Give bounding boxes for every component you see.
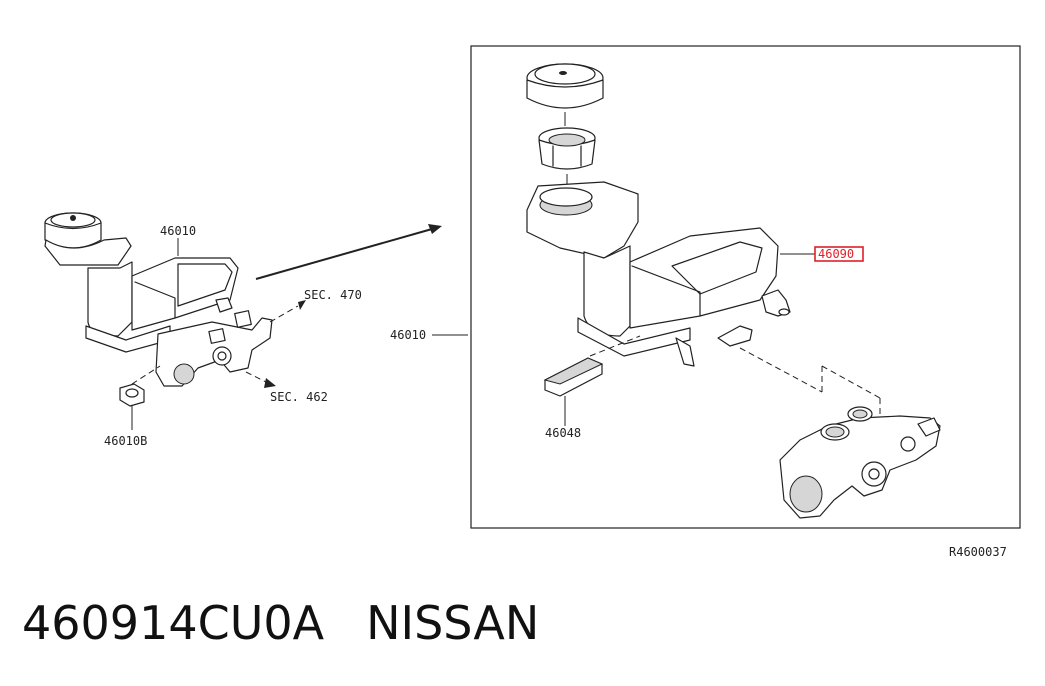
- detail-frame: [470, 45, 1021, 529]
- highlight-box: [814, 246, 864, 262]
- callout-left-reservoir: 46010: [160, 224, 196, 238]
- callout-seal-part: 46048: [545, 426, 581, 440]
- callout-sec-462: SEC. 462: [270, 390, 328, 404]
- detail-drawing: [526, 63, 941, 519]
- caption-part-number: 460914CU0A: [22, 596, 325, 650]
- callout-highlighted-part: 46090: [818, 247, 854, 261]
- part-caption: 460914CU0A NISSAN: [22, 596, 539, 650]
- detail-pointer-arrow: [255, 224, 442, 280]
- callout-left-nut: 46010B: [104, 434, 147, 448]
- caption-brand: NISSAN: [366, 596, 540, 650]
- callout-detail-reservoir: 46010: [390, 328, 426, 342]
- left-assembly-drawing: [44, 212, 306, 430]
- figure-code: R4600037: [949, 545, 1007, 559]
- callout-sec-470: SEC. 470: [304, 288, 362, 302]
